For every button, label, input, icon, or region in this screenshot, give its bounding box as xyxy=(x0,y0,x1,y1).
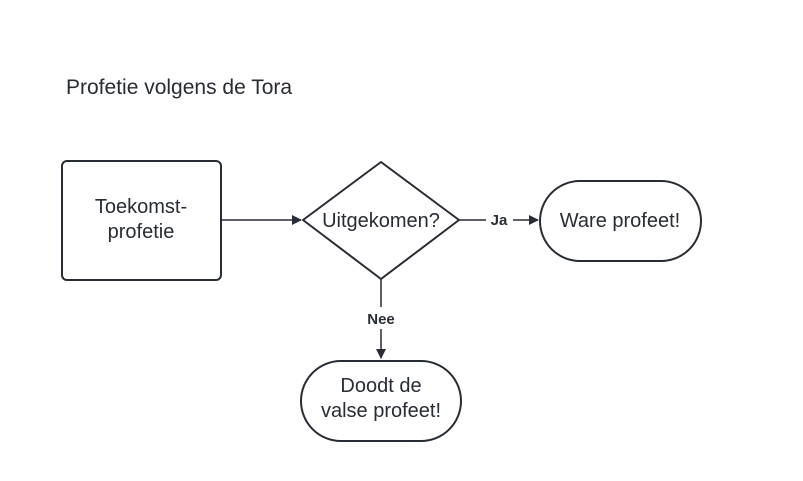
edge-label-yes: Ja xyxy=(491,212,508,229)
node-no-result-line-2: valse profeet! xyxy=(321,400,441,422)
node-decision: Uitgekomen? xyxy=(302,161,460,280)
node-start: Toekomst- profetie xyxy=(61,160,222,281)
edge-label-bg-yes xyxy=(486,209,513,229)
node-start-shape xyxy=(61,160,222,281)
node-no-result-shape xyxy=(300,360,462,442)
node-no-result-line-1: Doodt de xyxy=(340,375,421,397)
node-decision-shape xyxy=(302,161,460,280)
edge-label-bg-no xyxy=(362,307,400,329)
edge-decision-to-yes: Ja xyxy=(459,209,539,229)
node-no-result: Doodt de valse profeet! xyxy=(300,360,462,442)
node-decision-line-1: Uitgekomen? xyxy=(322,210,440,232)
node-yes-result-line-1: Ware profeet! xyxy=(560,210,680,232)
node-start-line-1: Toekomst- xyxy=(95,196,187,218)
node-start-line-2: profetie xyxy=(108,221,175,243)
edge-label-no: Nee xyxy=(367,311,395,328)
node-yes-result: Ware profeet! xyxy=(539,180,702,262)
edge-decision-to-no: Nee xyxy=(362,279,400,359)
node-yes-result-shape xyxy=(539,180,702,262)
diagram-title: Profetie volgens de Tora xyxy=(66,76,293,99)
